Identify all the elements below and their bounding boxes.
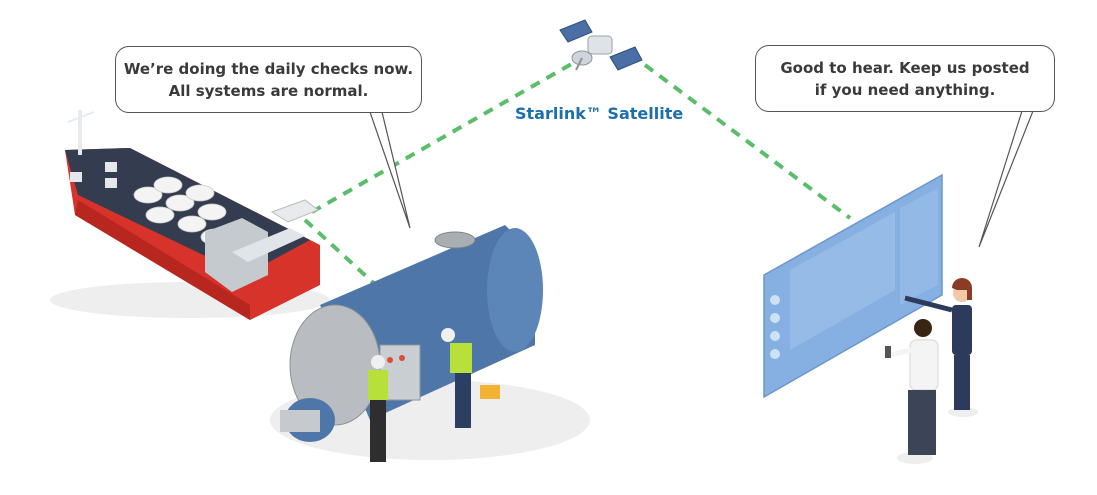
- worker-checking-valve: [441, 328, 472, 428]
- holographic-dashboard-icon: [763, 173, 943, 399]
- link-ship-to-satellite: [311, 60, 576, 214]
- bubble-tail-right: [978, 110, 1034, 248]
- cargo-ship-icon: [50, 110, 330, 320]
- speech-bubble-ship-crew: We’re doing the daily checks now. All sy…: [115, 46, 422, 113]
- bubble-right-line-1: Good to hear. Keep us posted: [780, 58, 1030, 77]
- satellite-label: Starlink™ Satellite: [515, 104, 684, 123]
- bubble-tail-left: [369, 111, 411, 229]
- bubble-left-line-1: We’re doing the daily checks now.: [123, 59, 414, 78]
- satellite-link-lines: [303, 60, 852, 337]
- bubble-left-line-2: All systems are normal.: [168, 81, 369, 100]
- operator-man-with-phone: [885, 319, 939, 464]
- link-satellite-to-dashboard: [643, 63, 852, 220]
- bubble-right-line-2: if you need anything.: [814, 80, 996, 99]
- operator-woman-pointing: [904, 278, 978, 417]
- satellite-icon: [559, 19, 643, 71]
- speech-bubble-shore-ops: Good to hear. Keep us posted if you need…: [755, 45, 1055, 112]
- worker-inspecting-panel: [368, 355, 388, 462]
